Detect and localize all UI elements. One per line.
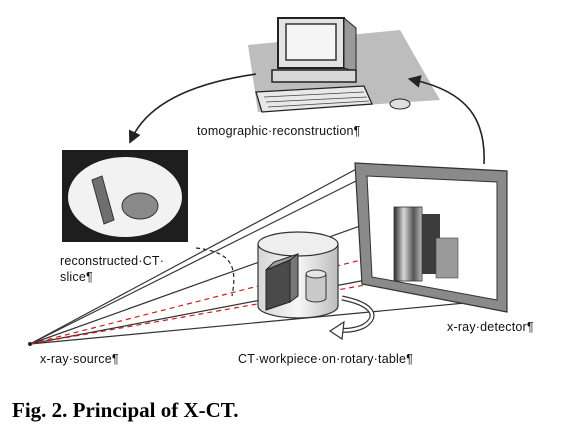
arrow-to-computer [407,75,485,165]
ct-workpiece-rotary-table [257,231,339,319]
rotation-arrow [328,295,375,341]
xray-source-point [28,342,32,346]
arrow-to-slice [128,73,257,144]
label-tomographic-reconstruction: tomographic·reconstruction¶ [197,124,361,138]
label-ct-workpiece: CT·workpiece·on·rotary·table¶ [238,352,414,366]
xray-detector [354,162,508,313]
label-xray-detector: x-ray·detector¶ [447,320,534,334]
label-xray-source: x-ray·source¶ [40,352,119,366]
slice-connector [195,247,235,297]
reconstructed-slice-image [62,150,188,242]
computer-icon [248,16,440,113]
label-reconstructed-ct-slice-line1: reconstructed·CT· [60,254,165,268]
figure-caption: Fig. 2. Principal of X-CT. [12,398,239,422]
label-reconstructed-ct-slice-line2: slice¶ [60,270,93,284]
